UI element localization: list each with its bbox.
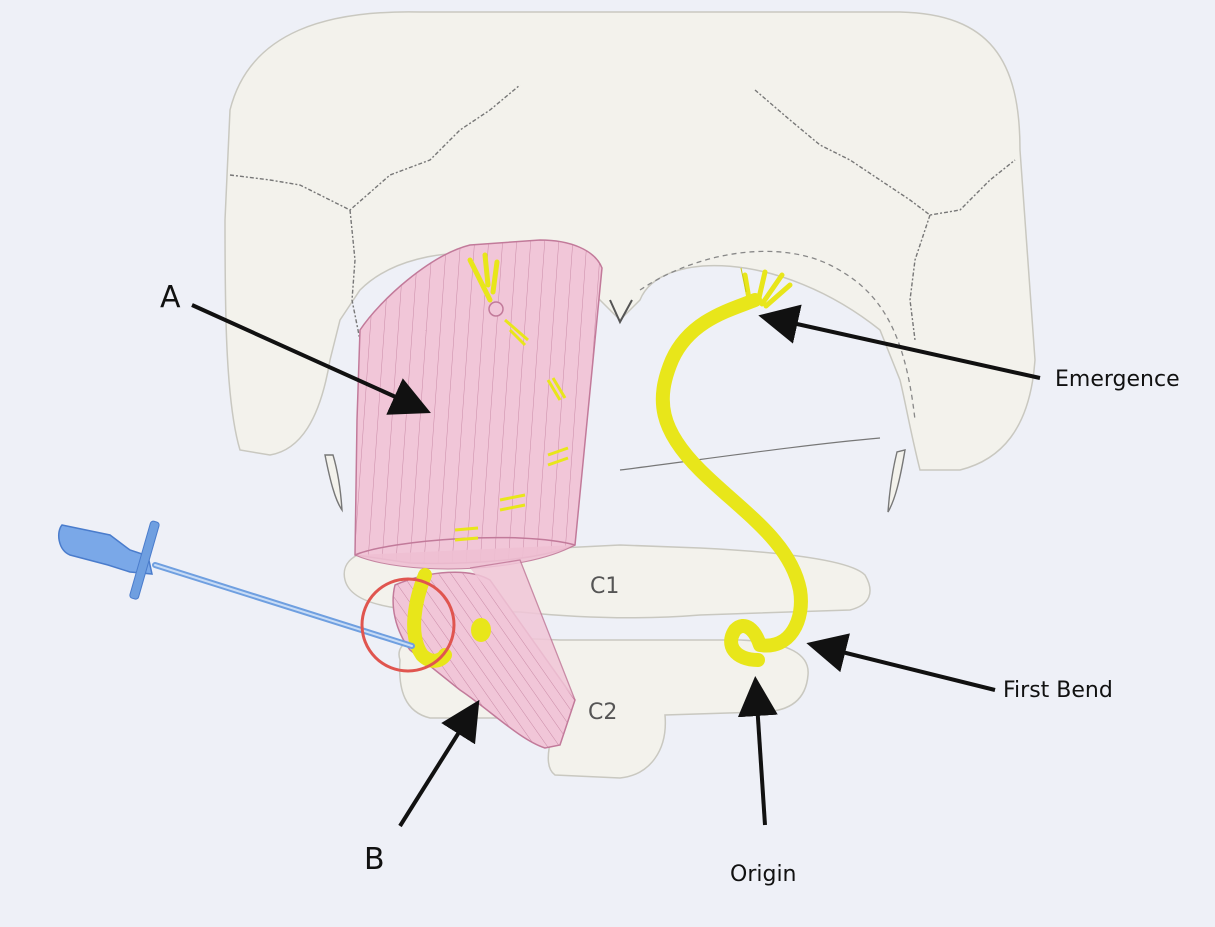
arrow-b [400, 710, 473, 826]
label-emergence: Emergence [1055, 367, 1180, 392]
label-b: B [364, 842, 385, 877]
arrow-first-bend [818, 646, 995, 690]
label-first-bend: First Bend [1003, 678, 1113, 703]
label-c2: C2 [588, 700, 617, 725]
label-c1: C1 [590, 574, 619, 599]
label-origin: Origin [730, 862, 797, 887]
label-a: A [160, 280, 181, 315]
muscle-a [355, 240, 602, 569]
skull [225, 12, 1035, 512]
